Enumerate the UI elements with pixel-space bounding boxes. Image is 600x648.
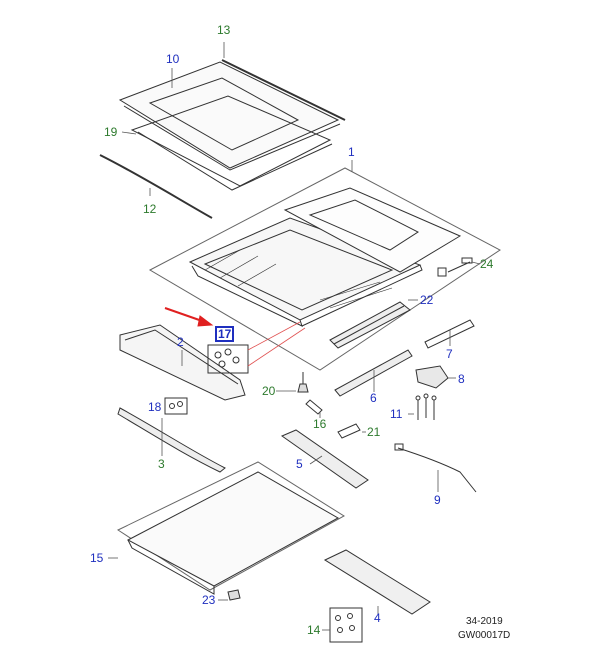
callout-5: 5 — [296, 457, 303, 471]
callout-4: 4 — [374, 611, 381, 625]
part-23-clip — [227, 589, 241, 601]
red-arrow — [164, 307, 214, 327]
callout-6: 6 — [370, 391, 377, 405]
page-ref: 34-2019 — [466, 616, 503, 627]
callout-24: 24 — [480, 257, 494, 271]
callout-13: 13 — [217, 23, 231, 37]
part-17-clips — [207, 344, 249, 374]
part-22-side-rail — [329, 301, 411, 349]
part-12-drip-rail — [99, 154, 213, 219]
part-6-guide-rail — [334, 349, 413, 397]
part-3-front-seal — [117, 407, 226, 473]
part-8-motor — [415, 365, 449, 389]
callout-22: 22 — [420, 293, 434, 307]
callout-1: 1 — [348, 145, 355, 159]
part-5-rear-bracket — [280, 429, 369, 489]
callout-7: 7 — [446, 347, 453, 361]
callout-19: 19 — [104, 125, 118, 139]
part-14-fixings — [329, 607, 363, 643]
part-19-frame-seal — [130, 95, 332, 187]
callout-16: 16 — [313, 417, 327, 431]
part-11-bolts — [415, 393, 437, 420]
callout-17: 17 — [215, 326, 235, 342]
part-1-roof-frame — [188, 187, 462, 327]
part-15-sunblind — [116, 461, 345, 595]
part-24-sensor — [437, 257, 473, 277]
part-9-harness — [397, 447, 477, 493]
part-21-bracket — [337, 423, 361, 439]
part-18-clips — [164, 397, 188, 415]
part-16-clip — [305, 399, 323, 415]
part-10-glass-panel — [118, 61, 341, 171]
leader-lines — [108, 42, 481, 631]
callout-11: 11 — [390, 407, 403, 421]
part-4-rail — [323, 549, 431, 615]
part-1-frame-outline — [148, 167, 501, 371]
callout-18: 18 — [148, 400, 162, 414]
callout-8: 8 — [458, 372, 465, 386]
red-leader-lines — [247, 321, 306, 367]
callout-3: 3 — [158, 457, 165, 471]
part-20-pin — [297, 372, 309, 393]
callout-9: 9 — [434, 493, 441, 507]
drawing-code: GW00017D — [458, 630, 511, 641]
part-2-deflector — [119, 324, 246, 401]
callout-21: 21 — [367, 425, 381, 439]
callout-14: 14 — [307, 623, 321, 637]
part-13-seal-strip — [221, 59, 346, 121]
callout-12: 12 — [143, 202, 157, 216]
callout-10: 10 — [166, 52, 180, 66]
callout-23: 23 — [202, 593, 216, 607]
callout-15: 15 — [90, 551, 104, 565]
callout-20: 20 — [262, 384, 276, 398]
callout-2: 2 — [177, 335, 184, 349]
part-7-cable-guide — [424, 319, 475, 349]
